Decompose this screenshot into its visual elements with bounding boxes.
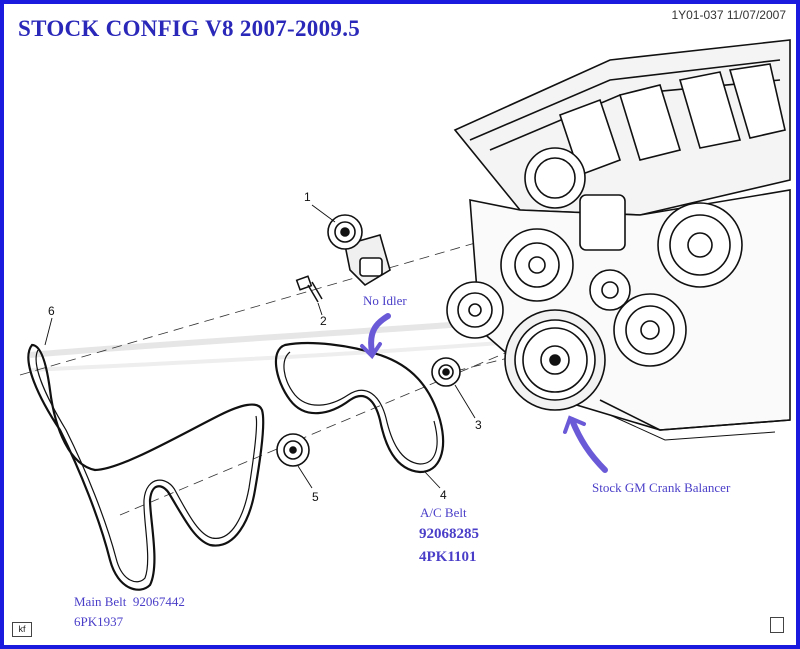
- main-belt-name: Main Belt 92067442: [74, 594, 185, 610]
- ac-belt-part-number: 92068285: [419, 526, 479, 542]
- engine-assembly: [446, 39, 791, 441]
- main-belt-part-number: 92067442: [132, 594, 185, 609]
- no-idler-note: No Idler: [363, 293, 407, 308]
- belt-tensioner-assembly: [327, 214, 391, 287]
- main-belt-idler-pulley: [276, 433, 310, 467]
- ac-belt-name: A/C Belt: [420, 505, 467, 520]
- coolant-reservoir: [579, 194, 626, 251]
- corner-mark: [770, 617, 784, 633]
- callout-5: 5: [312, 490, 319, 504]
- callout-4: 4: [440, 488, 447, 502]
- callout-3: 3: [475, 418, 482, 432]
- callout-1: 1: [304, 190, 311, 204]
- tensioner-bolt: [295, 275, 323, 303]
- main-belt: [27, 343, 265, 591]
- main-belt-label: Main Belt: [74, 594, 127, 609]
- crank-balancer-arrow: [569, 417, 608, 473]
- callout-2: 2: [320, 314, 327, 328]
- ac-idler-pulley: [431, 357, 461, 387]
- main-belt-code: 6PK1937: [74, 614, 124, 629]
- intake-manifold: [453, 39, 791, 216]
- ac-belt: [274, 341, 445, 474]
- page-title: STOCK CONFIG V8 2007-2009.5: [18, 16, 361, 41]
- figure-reference: 1Y01-037 11/07/2007: [671, 8, 786, 22]
- no-idler-arrow: [368, 313, 391, 355]
- callout-6: 6: [48, 304, 55, 318]
- corner-tag: kf: [12, 622, 32, 637]
- crank-balancer-note: Stock GM Crank Balancer: [592, 480, 731, 495]
- leader-lines: [44, 204, 476, 489]
- ac-belt-code: 4PK1101: [419, 549, 477, 565]
